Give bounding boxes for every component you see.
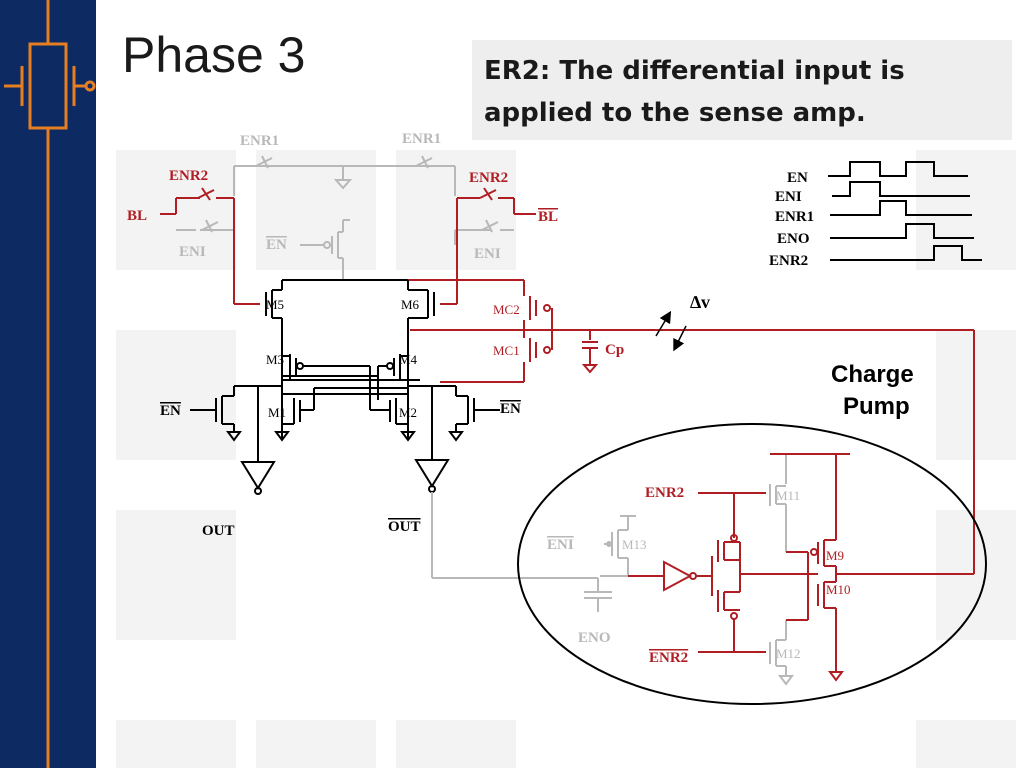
m1-label: M1 <box>268 405 286 420</box>
cp-eni-bar-label: ENI <box>547 537 574 553</box>
timing-eno-label: ENO <box>777 231 810 247</box>
bl-left-label: BL <box>127 208 147 224</box>
enr1-left-label: ENR1 <box>240 133 279 149</box>
cp-enr2-bar-label: ENR2 <box>649 650 688 666</box>
m4-label: M4 <box>399 352 418 367</box>
charge-pump-title-2: Pump <box>843 393 910 420</box>
sense-amp-core <box>190 279 500 495</box>
timing-en-label: EN <box>787 170 808 186</box>
en-bar-right-label: EN <box>500 401 521 417</box>
delta-v-label: ∆v <box>690 292 710 312</box>
m13-label: M13 <box>622 537 647 552</box>
enr2-right-label: ENR2 <box>469 170 508 186</box>
logo-icon <box>4 0 96 768</box>
enr2-left-label: ENR2 <box>169 168 208 184</box>
sidebar-band <box>0 0 96 768</box>
bitline-wiring <box>160 197 975 575</box>
en-bar-top-label: EN <box>266 237 287 253</box>
precharge-network <box>233 165 456 280</box>
timing-enr2-label: ENR2 <box>769 253 808 269</box>
timing-eni-label: ENI <box>775 189 802 205</box>
m2-label: M2 <box>399 405 417 420</box>
cp-enr2-label: ENR2 <box>645 485 684 501</box>
charge-pump-boundary <box>517 423 987 705</box>
out-bar-label: OUT <box>388 519 421 535</box>
cp-label: Cp <box>605 342 624 358</box>
m5-label: M5 <box>266 297 284 312</box>
switch-enr2-right-icon <box>479 187 497 201</box>
eni-left-label: ENI <box>179 244 206 260</box>
m12-label: M12 <box>776 646 801 661</box>
m9-label: M9 <box>826 548 844 563</box>
switch-enr1-left-icon <box>255 155 273 169</box>
switch-eni-left-icon <box>176 219 234 233</box>
m3-label: M3 <box>266 352 284 367</box>
circuit-labels: ENR1 ENR1 ENR2 ENR2 BL BL ENI ENI EN EN … <box>127 131 914 666</box>
eni-right-label: ENI <box>474 246 501 262</box>
charge-pump-gray <box>584 454 794 686</box>
mc2-label: MC2 <box>493 302 520 317</box>
enr1-right-label: ENR1 <box>402 131 441 147</box>
charge-pump-title-1: Charge <box>831 361 914 388</box>
m11-label: M11 <box>776 488 800 503</box>
en-bar-left-label: EN <box>160 403 181 419</box>
timing-enr1-label: ENR1 <box>775 209 814 225</box>
charge-pump-active <box>628 453 850 682</box>
callout-box: ER2: The differential input is applied t… <box>472 40 1012 140</box>
switch-eni-right-icon <box>455 219 514 233</box>
m6-label: M6 <box>401 297 420 312</box>
bl-right-label: BL <box>538 209 558 225</box>
m10-label: M10 <box>826 582 851 597</box>
background-pattern <box>116 150 1016 768</box>
cp-eno-label: ENO <box>578 630 611 646</box>
mc1-label: MC1 <box>493 343 520 358</box>
page-title: Phase 3 <box>122 27 306 83</box>
switch-enr1-right-icon <box>415 155 433 169</box>
timing-diagram <box>828 161 982 261</box>
out-label: OUT <box>202 523 235 539</box>
switch-enr2-left-icon <box>197 187 215 201</box>
